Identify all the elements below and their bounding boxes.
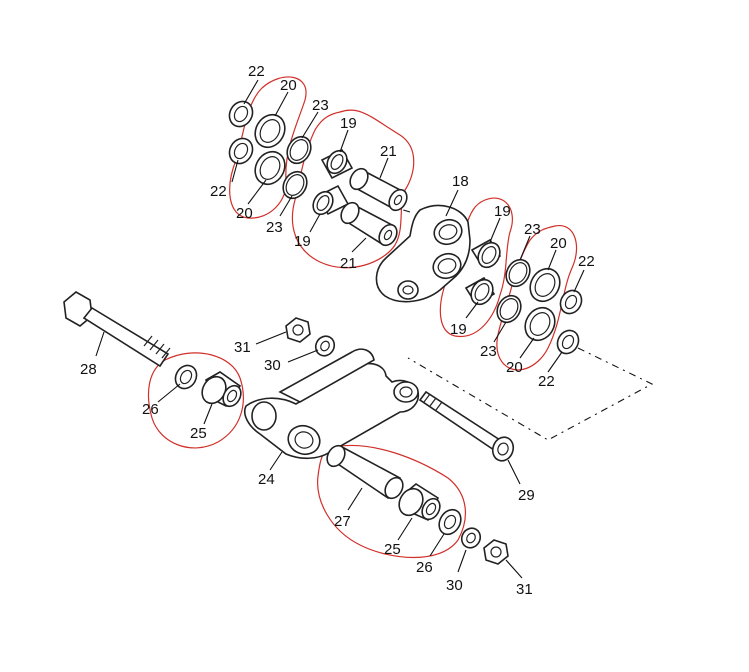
needle-bearing-part-19-right-upper xyxy=(470,238,502,269)
label-30-upper: 30 xyxy=(264,357,281,374)
washer-part-23-upper xyxy=(286,135,312,165)
washer-part-23-right-upper xyxy=(505,258,531,288)
washer-part-23-lower xyxy=(282,170,308,200)
collar-part-27 xyxy=(326,444,404,500)
oil-seal-part-20-upper xyxy=(254,113,286,149)
leader-lines xyxy=(95,79,585,579)
label-25-left: 25 xyxy=(190,425,207,442)
needle-bearing-part-19-right-lower xyxy=(464,276,496,306)
group-outline-right-seals xyxy=(496,225,578,371)
label-21-top-lower: 21 xyxy=(340,255,357,272)
label-23-right-lower: 23 xyxy=(480,343,497,360)
label-22-right-upper: 22 xyxy=(578,253,595,270)
bolt-part-28 xyxy=(63,291,171,368)
label-21-top-upper: 21 xyxy=(380,143,397,160)
label-19-top-upper: 19 xyxy=(340,115,357,132)
collar-part-25-left xyxy=(201,371,242,408)
label-31-upper: 31 xyxy=(234,339,251,356)
label-20-top-left-upper: 20 xyxy=(280,77,297,94)
bolt-part-29 xyxy=(418,390,515,462)
seal-part-26-left xyxy=(174,364,198,390)
seal-part-22-right-upper xyxy=(559,289,583,315)
label-18: 18 xyxy=(452,173,469,190)
label-23-right-upper: 23 xyxy=(524,221,541,238)
label-23-top-left-lower: 23 xyxy=(266,219,283,236)
label-19-right-lower: 19 xyxy=(450,321,467,338)
needle-bearing-part-19-lower xyxy=(312,184,350,216)
label-23-top-left-upper: 23 xyxy=(312,97,329,114)
label-24: 24 xyxy=(258,471,275,488)
label-31-lower: 31 xyxy=(516,581,533,598)
label-19-right-upper: 19 xyxy=(494,203,511,220)
nut-part-31-upper xyxy=(285,317,311,343)
group-outline-left-collar xyxy=(147,352,244,449)
label-28: 28 xyxy=(80,361,97,378)
seal-part-22-lower xyxy=(228,137,254,165)
label-29: 29 xyxy=(518,487,535,504)
label-26-lower: 26 xyxy=(416,559,433,576)
label-25-lower: 25 xyxy=(384,541,401,558)
collar-part-21-upper xyxy=(349,167,408,212)
needle-bearing-part-19-upper xyxy=(320,148,354,180)
washer-part-30-upper xyxy=(314,335,336,357)
part-number-labels: 22 20 23 19 21 22 20 23 19 21 18 19 23 2… xyxy=(80,63,595,598)
collar-part-21-lower xyxy=(340,201,398,247)
label-26-left: 26 xyxy=(142,401,159,418)
label-20-right-lower: 20 xyxy=(506,359,523,376)
connecting-rod-part-24 xyxy=(244,348,420,460)
oil-seal-part-20-right-lower xyxy=(524,306,556,342)
seal-part-22-right-lower xyxy=(556,329,580,355)
seal-part-26-lower xyxy=(438,508,462,536)
washer-part-23-right-lower xyxy=(496,294,522,324)
collar-part-25-lower xyxy=(398,483,441,522)
washer-part-30-lower xyxy=(460,527,482,549)
assembly-reference-lines xyxy=(389,205,654,441)
label-30-lower: 30 xyxy=(446,577,463,594)
label-19-top-lower: 19 xyxy=(294,233,311,250)
label-22-top-left-lower: 22 xyxy=(210,183,227,200)
relay-arm-part-18 xyxy=(375,204,471,303)
label-22-right-lower: 22 xyxy=(538,373,555,390)
label-20-right-upper: 20 xyxy=(550,235,567,252)
label-20-top-left-lower: 20 xyxy=(236,205,253,222)
oil-seal-part-20-lower xyxy=(254,150,286,186)
label-27: 27 xyxy=(334,513,351,530)
nut-part-31-lower xyxy=(483,539,509,565)
oil-seal-part-20-right-upper xyxy=(529,267,561,303)
group-outline-lower-collar xyxy=(317,444,466,558)
seal-part-22-upper xyxy=(228,100,254,128)
label-22-top-left-upper: 22 xyxy=(248,63,265,80)
